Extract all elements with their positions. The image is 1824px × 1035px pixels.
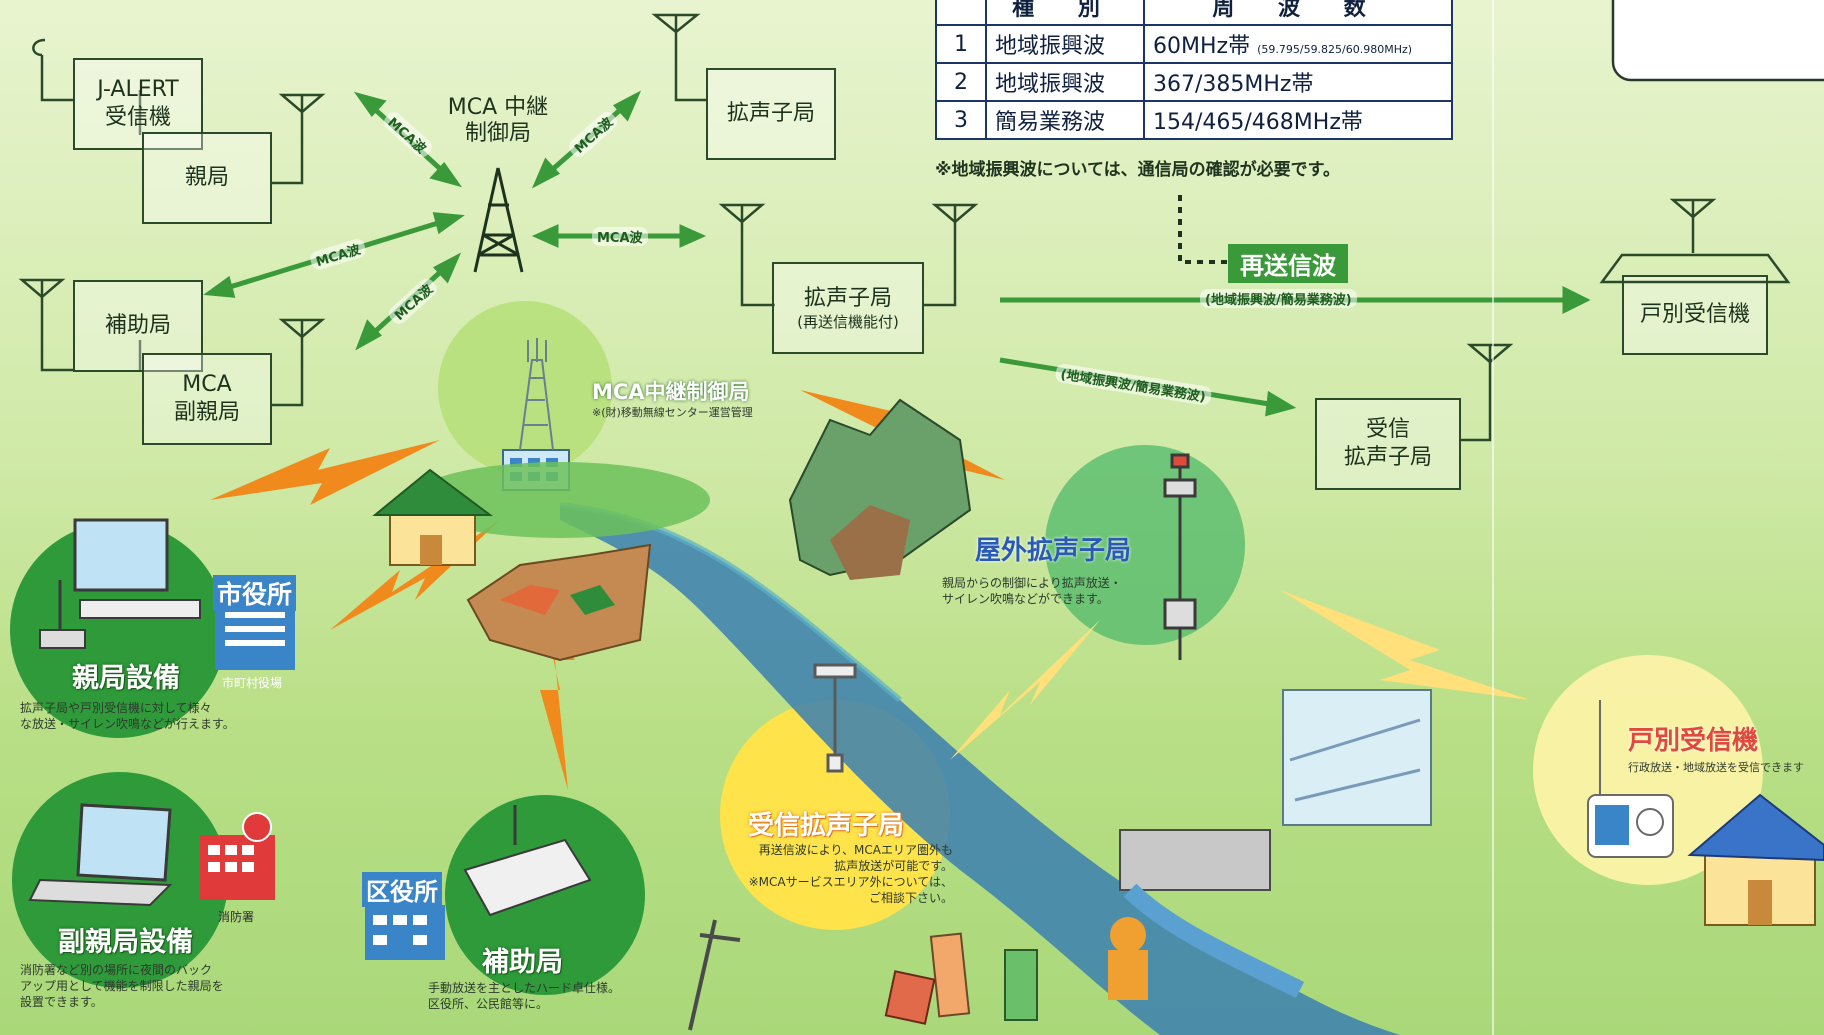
table-header [935, 0, 987, 26]
lightning-bolt [210, 440, 440, 505]
home-radio-icon [1587, 700, 1674, 858]
mca-sub-parent-box: MCA 副親局 [142, 353, 272, 445]
row-frequency: 154/465/468MHz帯 [1143, 100, 1453, 140]
table-row: 2 地域振興波 367/385MHz帯 [935, 62, 1453, 102]
row-number: 3 [935, 100, 987, 140]
mountain-icon [788, 398, 972, 580]
receiver-loudspeaker-box: 受信 拡声子局 [1315, 398, 1461, 490]
city-hall-icon [215, 600, 295, 670]
parent-station-box: 親局 [142, 132, 272, 224]
parent-equipment-desc: 拡声子局や戸別受信機に対して様々 な放送・サイレン吹鳴などが行えます。 [20, 701, 235, 731]
loudspeaker-retransmit-sub: (再送信機能付) [797, 313, 899, 331]
river [560, 505, 1400, 1035]
loudspeaker-retransmit-box: 拡声子局 (再送信機能付) [772, 262, 924, 354]
receiver-speaker-desc: 再送信波により、MCAエリア圏外も 拡声放送が可能です。 ※MCAサービスエリア… [748, 843, 953, 905]
row-type: 地域振興波 [985, 62, 1145, 102]
parent-circle [10, 522, 226, 738]
flood-icon [1282, 689, 1432, 826]
receiver-loudspeaker-label: 受信 拡声子局 [1343, 417, 1432, 470]
lightning-bolt [330, 520, 500, 630]
j-alert-receiver-box: J-ALERT 受信機 [73, 58, 203, 150]
home-receiver-label: 戸別受信機 [1639, 302, 1750, 327]
row-frequency: 60MHz帯 [1153, 34, 1251, 59]
home-house-icon [1687, 793, 1824, 926]
row-frequency: 367/385MHz帯 [1143, 62, 1453, 102]
row-number: 2 [935, 62, 987, 102]
outdoor-speaker-pole-icon [1163, 453, 1197, 660]
landslide-icon [466, 543, 652, 662]
aux-station-label: 補助局 [104, 313, 171, 338]
ward-office-label: 区役所 [362, 872, 442, 907]
home-receiver-desc: 行政放送・地域放送を受信できます [1628, 761, 1804, 774]
lightning-bolt [1280, 590, 1530, 700]
row-type: 地域振興波 [985, 24, 1145, 64]
broken-utility-pole-icon [688, 919, 741, 1031]
parent-equipment-title: 親局設備 [72, 663, 180, 694]
row-frequency-note: (59.795/59.825/60.980MHz) [1257, 43, 1413, 56]
mca-tower-icon [473, 167, 524, 273]
table-header-row: 種 別 周 波 数 [935, 0, 1453, 26]
parent-console-icon [39, 518, 201, 649]
loudspeaker-station-box: 拡声子局 [706, 68, 836, 160]
table-row: 1 地域振興波 60MHz帯 (59.795/59.825/60.980MHz) [935, 24, 1453, 64]
row-type: 簡易業務波 [985, 100, 1145, 140]
frequency-table: 種 別 周 波 数 1 地域振興波 60MHz帯 (59.795/59.825/… [935, 0, 1453, 140]
aux-station-box: 補助局 [73, 280, 203, 372]
retransmit-wave-types: (地域振興波/簡易業務波) [1200, 289, 1357, 308]
mca-relay-label: MCA 中継 制御局 [447, 95, 549, 146]
home-receiver-box: 戸別受信機 [1622, 275, 1768, 355]
dam-icon [1119, 829, 1305, 999]
table-header: 種 別 [985, 0, 1145, 26]
mca-relay-circle [438, 301, 612, 475]
collapsed-buildings-icon [884, 932, 1038, 1025]
lightning-bolt [540, 620, 575, 790]
home-receiver-title: 戸別受信機 [1628, 726, 1759, 756]
mca-wave-label: MCA波 [592, 227, 648, 246]
city-hall-sub: 市町村役場 [222, 676, 283, 690]
table-row: 3 簡易業務波 154/465/468MHz帯 [935, 100, 1453, 140]
parent-station-label: 親局 [184, 165, 229, 190]
sub-parent-equipment-desc: 消防署など別の場所に夜間のバック アップ用として機能を制限した親局を 設置できま… [20, 963, 224, 1009]
desk-console-icon [463, 805, 592, 917]
loudspeaker-station-label: 拡声子局 [726, 101, 815, 126]
sub-parent-circle [12, 772, 228, 988]
mca-relay-note: ※(財)移動無線センター運営管理 [592, 406, 753, 419]
rescuer-icon [1108, 917, 1148, 1000]
table-header: 周 波 数 [1143, 0, 1453, 26]
fire-station-label: 消防署 [218, 910, 255, 924]
outdoor-speaker-desc: 親局からの制御により拡声放送・ サイレン吹鳴などができます。 [942, 576, 1122, 606]
mca-relay-title: MCA中継制御局 [592, 380, 750, 404]
row-number: 1 [935, 24, 987, 64]
aux-station-desc: 手動放送を主としたハード卓仕様。 区役所、公民館等に。 [428, 981, 621, 1011]
j-alert-receiver-label: J-ALERT 受信機 [97, 77, 179, 130]
lightning-bolt [950, 620, 1100, 760]
frequency-footnote: ※地域振興波については、通信局の確認が必要です。 [935, 160, 1340, 180]
laptop-icon [28, 803, 173, 907]
aux-station-title: 補助局 [482, 947, 563, 978]
sub-parent-equipment-title: 副親局設備 [58, 927, 193, 958]
ward-office-icon [365, 905, 445, 960]
top-right-panel [1611, 0, 1824, 82]
loudspeaker-retransmit-label: 拡声子局 [803, 286, 892, 311]
row-frequency-cell: 60MHz帯 (59.795/59.825/60.980MHz) [1143, 24, 1453, 64]
retransmit-wave-tag: 再送信波 [1228, 244, 1348, 283]
house-icon [372, 468, 493, 566]
receiver-speaker-pole-icon [813, 663, 857, 773]
fire-station-icon [200, 812, 275, 900]
outdoor-speaker-title: 屋外拡声子局 [975, 536, 1132, 566]
mca-sub-parent-label: MCA 副親局 [173, 372, 240, 425]
city-hall-label: 市役所 [213, 575, 297, 611]
receiver-speaker-title: 受信拡声子局 [748, 811, 905, 841]
